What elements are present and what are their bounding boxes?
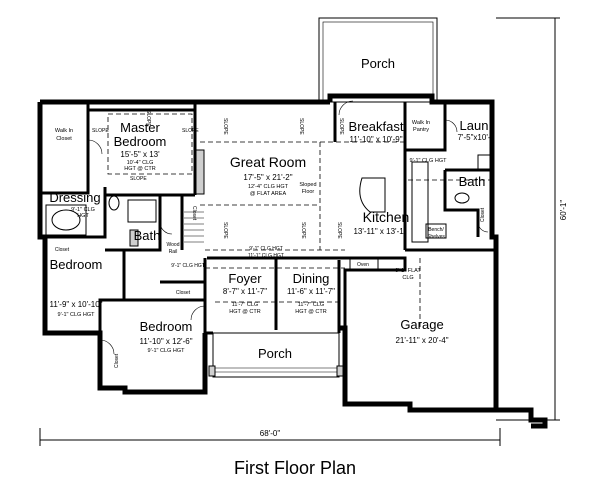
kitchen-name: Kitchen (363, 209, 410, 225)
breakfast-size: 11'-10" x 10'-9" (349, 135, 402, 144)
door-swings (87, 100, 489, 355)
laundry-size: 7'-5"x10'- (457, 133, 490, 142)
bedroom-2-size: 11'-9" x 10'-10" (49, 300, 102, 309)
overall-depth-label: 60'-1" (559, 200, 568, 221)
oven-label: Oven (357, 262, 369, 268)
slope-label-5: SLOPE (222, 118, 228, 135)
closet-label-3: Closet (191, 206, 197, 221)
breakfast-name: Breakfast (349, 119, 404, 134)
foyer-note-line2: HGT @ CTR (229, 309, 260, 315)
kitchen-clg-note: 9'-1" CLG HGT (410, 158, 448, 164)
fixtures (45, 149, 491, 271)
garage-size: 21'-11" x 20'-4" (395, 336, 448, 345)
foyer-note-line1: 11'-7" CLG (232, 302, 258, 308)
dining-note-line1: 11'-7" CLG (298, 302, 324, 308)
master-note-line2: HGT @ CTR (124, 166, 155, 172)
slope-label-6: SLOPE (298, 118, 304, 135)
kitchen-size: 13'-11" x 13'-1" (353, 227, 406, 236)
walk-in-closet-line1: Walk In (55, 128, 73, 134)
closet-label-4: Closet (480, 207, 486, 222)
slope-label-4: SLOPE (145, 110, 151, 127)
master-note-line1: 10'-4" CLG (127, 160, 154, 166)
rear-porch-label: Porch (361, 56, 395, 71)
dressing-name: Dressing (49, 190, 100, 205)
wood-rail-line2: Rail (169, 249, 178, 255)
slope-label-3: SLOPE (130, 176, 147, 182)
hall-clg-note-3: 9'-1" CLG HGT (171, 263, 205, 269)
foyer-size: 8'-7" x 11'-7" (223, 287, 267, 296)
laundry-name: Laun (460, 118, 489, 133)
dining-size: 11'-6" x 11'-7" (287, 287, 335, 296)
dressing-note-line1: 9'-1" CLG (71, 207, 95, 213)
bedroom-3-size: 11'-10" x 12'-6" (139, 337, 192, 346)
bench-line1: Bench/ (428, 227, 444, 233)
rear-porch (318, 17, 438, 103)
great-room-note-line2: @ FLAT AREA (250, 191, 287, 197)
ceiling-lines (107, 113, 490, 330)
slope-label-9: SLOPE (300, 222, 306, 239)
interior-walls (40, 102, 496, 333)
bench-line2: Shelves (427, 234, 445, 240)
walk-in-closet-line2: Closet (56, 136, 72, 142)
closet-label-2: Closet (176, 290, 191, 296)
garage-name: Garage (400, 317, 443, 332)
overall-width-label: 68'-0" (260, 429, 281, 438)
closet-label-5: Closet (114, 353, 120, 368)
great-room-name: Great Room (230, 154, 306, 170)
garage-clg-note-line2: CLG (402, 275, 413, 281)
sloped-floor-line1: Sloped (299, 182, 316, 188)
dining-name: Dining (293, 271, 330, 286)
master-bath-name: Bath (134, 228, 161, 243)
slope-label-2: SLOPE (182, 128, 199, 134)
front-porch (208, 332, 344, 378)
master-size: 15'-5" x 13' (120, 150, 160, 159)
front-porch-label: Porch (258, 346, 292, 361)
plan-title: First Floor Plan (234, 458, 356, 478)
great-room-note-line1: 12'-4" CLG HGT (248, 184, 289, 190)
foyer-name: Foyer (228, 271, 262, 286)
master-name-line1: Master (120, 120, 160, 135)
laundry-bath-name: Bath (459, 174, 486, 189)
dining-note-line2: HGT @ CTR (295, 309, 326, 315)
bedroom-2-name: Bedroom (50, 257, 103, 272)
slope-label-8: SLOPE (222, 222, 228, 239)
stairs (184, 211, 204, 243)
sloped-floor-line2: Floor (302, 189, 315, 195)
closet-label-1: Closet (55, 247, 70, 253)
slope-label-1: SLOPE (92, 128, 109, 134)
hall-clg-note-1: 9'-1" CLG HGT (249, 246, 283, 252)
dressing-note-line2: HGT (77, 213, 89, 219)
walk-in-pantry-line1: Walk In (412, 120, 430, 126)
slope-label-7: SLOPE (338, 118, 344, 135)
great-room-size: 17'-5" x 21'-2" (243, 173, 292, 182)
master-name-line2: Bedroom (114, 134, 167, 149)
bedroom-2-note: 9'-1" CLG HGT (58, 312, 96, 318)
walk-in-pantry-line2: Pantry (413, 127, 429, 133)
bedroom-3-name: Bedroom (140, 319, 193, 334)
hall-clg-note-2: 11'-1" CLG HGT (248, 253, 284, 259)
dimension-lines (39, 17, 560, 446)
garage-clg-note-line1: 9'-1" FLAT (395, 268, 421, 274)
bedroom-3-note: 9'-1" CLG HGT (148, 348, 186, 354)
slope-label-10: SLOPE (336, 222, 342, 239)
wood-rail-line1: Wood (167, 242, 180, 248)
